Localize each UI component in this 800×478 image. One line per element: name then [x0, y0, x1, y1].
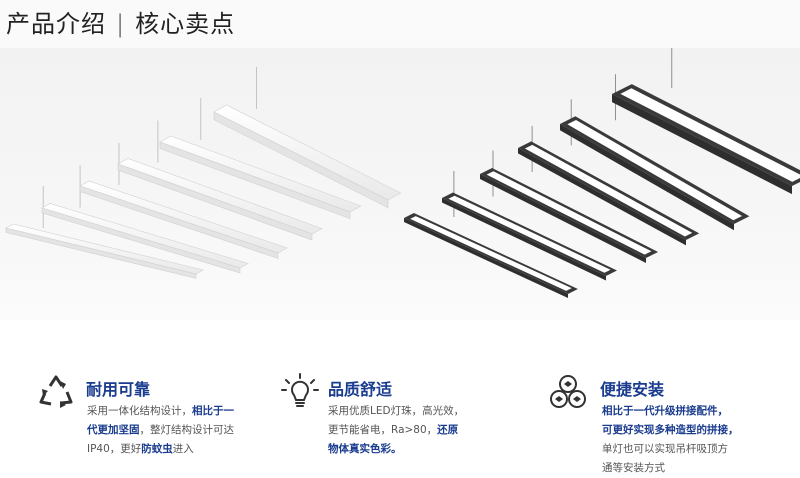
white-linear-light: [213, 67, 402, 209]
page-title: 产品介绍 | 核心卖点: [6, 4, 235, 39]
splice-icon: [550, 375, 586, 408]
title-left: 产品介绍: [6, 10, 106, 38]
feature-title: 便捷安装: [600, 380, 665, 399]
hero-illustration: [5, 48, 800, 299]
recycle-icon: [39, 375, 73, 408]
white-linear-light: [79, 143, 288, 259]
features-section: 耐用可靠 采用一体化结构设计，相比于一 代更加坚固，整灯结构设计可达 IP40，…: [0, 320, 800, 478]
black-linear-light: [404, 171, 578, 299]
title-right: 核心卖点: [135, 10, 236, 38]
feature-description: 采用优质LED灯珠，高光效， 更节能省电，Ra>80，还原 物体真实色彩。: [328, 405, 465, 455]
hero-banner: [0, 48, 800, 320]
title-separator: |: [116, 10, 126, 38]
feature-title: 耐用可靠: [86, 380, 151, 399]
header: 产品介绍 | 核心卖点: [0, 0, 800, 48]
black-linear-light: [560, 74, 750, 231]
lightbulb-icon: [281, 373, 319, 407]
white-linear-light: [159, 98, 362, 220]
black-linear-light: [442, 150, 617, 281]
feature-description: 采用一体化结构设计，相比于一 代更加坚固，整灯结构设计可达 IP40，更好防蚊虫…: [87, 405, 234, 455]
black-linear-light: [480, 125, 659, 263]
white-linear-light: [117, 120, 323, 241]
black-fixtures: [404, 48, 800, 299]
feature-title: 品质舒适: [328, 380, 393, 399]
black-linear-light: [518, 99, 700, 246]
white-linear-light: [5, 186, 205, 279]
black-linear-light: [612, 48, 800, 195]
white-fixtures: [5, 67, 402, 279]
feature-description: 相比于一代升级拼接配件， 可更好实现多种造型的拼接， 单灯也可以实现吊杆吸顶方 …: [602, 405, 739, 474]
